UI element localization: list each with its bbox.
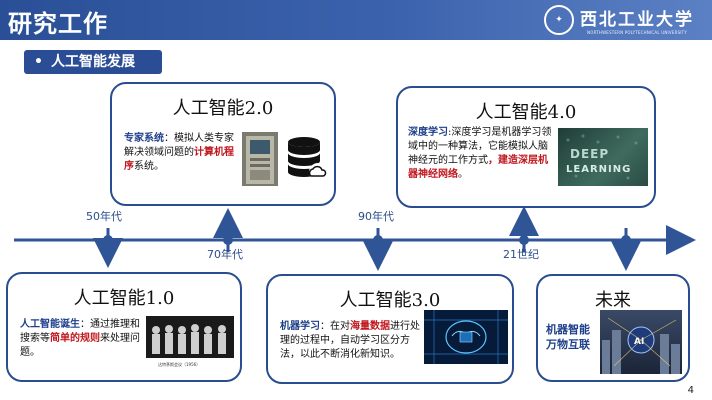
page-title: 研究工作	[8, 10, 108, 38]
keyword: 人工智能诞生	[20, 319, 80, 330]
university-seal-icon: ✦	[544, 5, 574, 35]
page-number: 4	[687, 385, 694, 396]
card-ai-1-text: 人工智能诞生：通过推理和搜索等简单的规则来处理问题。	[20, 318, 142, 360]
future-line-2: 万物互联	[546, 338, 590, 351]
card-ai-4-text: 深度学习:深度学习是机器学习领域中的一种算法，它能模拟人脑神经元的工作方式，建造…	[408, 126, 556, 182]
ai-iot-city-image: AI	[600, 310, 682, 374]
text: ：通过推理和搜索等	[20, 319, 140, 344]
machine-learning-brain-image	[424, 310, 508, 364]
label-70s: 70年代	[207, 248, 243, 261]
keyword: 机器学习	[280, 321, 320, 332]
university-name-cn: 西北工业大学	[580, 10, 694, 30]
card-ai-3-title: 人工智能3.0	[339, 290, 441, 311]
card-future-text: 机器智能 万物互联	[546, 322, 602, 352]
highlight: 海量数据	[350, 321, 390, 332]
deep-learning-title-2: LEARNING	[566, 164, 631, 175]
card-ai-4: 人工智能4.0 深度学习:深度学习是机器学习领域中的一种算法，它能模拟人脑神经元…	[396, 86, 656, 208]
highlight: 计算机程序	[124, 147, 234, 172]
node-70s	[223, 235, 233, 245]
expert-system-machine-image	[242, 132, 278, 186]
deep-learning-title-1: DEEP	[570, 147, 609, 161]
card-ai-1: 人工智能1.0 人工智能诞生：通过推理和搜索等简单的规则来处理问题。 达特茅斯会…	[6, 272, 242, 382]
section-label: 人工智能发展	[50, 54, 135, 70]
card-ai-4-title: 人工智能4.0	[475, 102, 577, 123]
keyword: 深度学习	[408, 127, 448, 138]
database-cloud-icon	[286, 136, 330, 182]
text: :深度学习是机器学习领域中的一种算法，它能模拟人脑神经元的工作方式	[408, 127, 552, 166]
title-bar: 研究工作 ✦ 西北工业大学 NORTHWESTERN POLYTECHNICAL…	[0, 0, 712, 40]
card-ai-2-text: 专家系统：模拟人类专家解决领域问题的计算机程序系统。	[124, 132, 242, 174]
card-ai-1-title: 人工智能1.0	[73, 288, 175, 309]
text: 系统。	[134, 161, 164, 172]
section-tag: • 人工智能发展	[24, 50, 162, 74]
label-90s: 90年代	[358, 210, 394, 223]
photo-caption: 达特茅斯会议（1956）	[158, 361, 200, 367]
highlight: 简单的规则	[50, 333, 100, 344]
university-logo: ✦ 西北工业大学 NORTHWESTERN POLYTECHNICAL UNIV…	[544, 2, 694, 38]
card-ai-3: 人工智能3.0 机器学习：在对海量数据进行处理的过程中，自动学习区分方法，以此不…	[266, 274, 514, 384]
node-50s	[103, 235, 113, 245]
label-50s: 50年代	[86, 210, 122, 223]
deep-learning-image: DEEP LEARNING	[558, 128, 648, 186]
label-21c: 21世纪	[503, 248, 539, 261]
text: ：模拟人类专家解决领域问题的	[124, 133, 234, 158]
text: 进行处理的过程中，自动学习区分方法，以此不断消化新知识。	[280, 321, 420, 360]
node-21c	[519, 235, 529, 245]
card-future: 未来 机器智能 万物互联 AI	[536, 274, 690, 382]
node-future	[621, 235, 631, 245]
card-ai-2: 人工智能2.0 专家系统：模拟人类专家解决领域问题的计算机程序系统。	[110, 82, 336, 206]
university-name-en: NORTHWESTERN POLYTECHNICAL UNIVERSITY	[587, 30, 687, 35]
dartmouth-conference-photo: 达特茅斯会议（1956）	[146, 316, 234, 370]
bullet-icon: •	[34, 54, 43, 70]
card-ai-2-title: 人工智能2.0	[172, 98, 274, 119]
text: 来处理问题。	[20, 333, 140, 358]
text: ：在对	[320, 321, 350, 332]
card-future-title: 未来	[595, 290, 631, 311]
keyword: 专家系统	[124, 133, 164, 144]
future-line-1: 机器智能	[546, 323, 590, 336]
node-90s	[373, 235, 383, 245]
card-ai-3-text: 机器学习：在对海量数据进行处理的过程中，自动学习区分方法，以此不断消化新知识。	[280, 320, 420, 362]
highlight: ，建造深层机器神经网络	[408, 155, 548, 180]
text: 。	[458, 169, 468, 180]
